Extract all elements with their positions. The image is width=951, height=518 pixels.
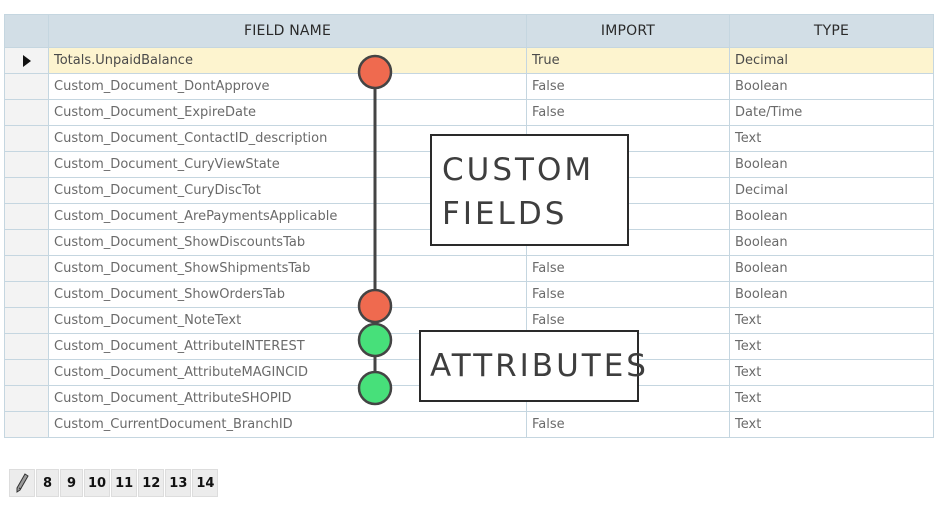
current-row-pointer-icon <box>22 54 31 67</box>
field-name-cell[interactable]: Custom_Document_AttributeSHOPID <box>48 385 527 412</box>
row-selector[interactable] <box>4 229 49 256</box>
import-cell[interactable]: False <box>526 73 730 100</box>
type-cell[interactable]: Text <box>729 125 934 152</box>
page-link[interactable]: 12 <box>138 469 165 497</box>
row-selector[interactable] <box>4 255 49 282</box>
pencil-icon[interactable] <box>9 469 35 497</box>
import-cell[interactable]: False <box>526 411 730 438</box>
type-cell[interactable]: Boolean <box>729 151 934 178</box>
row-selector[interactable] <box>4 307 49 334</box>
row-selector[interactable] <box>4 411 49 438</box>
import-cell[interactable]: False <box>526 255 730 282</box>
custom-fields-callout: CUSTOM FIELDS <box>430 134 629 246</box>
row-selector[interactable] <box>4 151 49 178</box>
type-cell[interactable]: Boolean <box>729 229 934 256</box>
page-link[interactable]: 8 <box>36 469 59 497</box>
type-cell[interactable]: Text <box>729 385 934 412</box>
column-header-import[interactable]: IMPORT <box>526 14 730 48</box>
field-name-cell[interactable]: Custom_Document_DontApprove <box>48 73 527 100</box>
type-cell[interactable]: Boolean <box>729 73 934 100</box>
type-cell[interactable]: Date/Time <box>729 99 934 126</box>
row-selector[interactable] <box>4 177 49 204</box>
column-header-field-name[interactable]: FIELD NAME <box>48 14 527 48</box>
row-selector[interactable] <box>4 99 49 126</box>
row-selector[interactable] <box>4 203 49 230</box>
type-cell[interactable]: Boolean <box>729 255 934 282</box>
page-link[interactable]: 10 <box>84 469 111 497</box>
import-cell[interactable]: False <box>526 99 730 126</box>
row-selector[interactable] <box>4 333 49 360</box>
row-selector[interactable] <box>4 359 49 386</box>
type-cell[interactable]: Text <box>729 411 934 438</box>
type-cell[interactable]: Boolean <box>729 203 934 230</box>
attributes-callout: ATTRIBUTES <box>419 330 646 402</box>
custom-fields-callout-line1: CUSTOM <box>442 152 595 188</box>
row-selector-header <box>4 14 49 48</box>
table-row[interactable]: Custom_Document_AttributeSHOPIDFalseText <box>4 385 934 412</box>
field-name-cell[interactable]: Totals.UnpaidBalance <box>48 47 527 74</box>
type-cell[interactable]: Text <box>729 333 934 360</box>
field-name-cell[interactable]: Custom_Document_ExpireDate <box>48 99 527 126</box>
column-header-type[interactable]: TYPE <box>729 14 934 48</box>
row-selector[interactable] <box>4 73 49 100</box>
import-cell[interactable]: True <box>526 47 730 74</box>
row-selector[interactable] <box>4 281 49 308</box>
custom-fields-callout-line2: FIELDS <box>442 196 568 232</box>
page-link[interactable]: 14 <box>192 469 219 497</box>
type-cell[interactable]: Decimal <box>729 47 934 74</box>
page-link[interactable]: 13 <box>165 469 192 497</box>
type-cell[interactable]: Text <box>729 359 934 386</box>
field-name-cell[interactable]: Custom_CurrentDocument_BranchID <box>48 411 527 438</box>
grid-header-row: FIELD NAME IMPORT TYPE <box>4 14 934 48</box>
field-name-cell[interactable]: Custom_Document_ShowOrdersTab <box>48 281 527 308</box>
type-cell[interactable]: Boolean <box>729 281 934 308</box>
type-cell[interactable]: Text <box>729 307 934 334</box>
page-link[interactable]: 9 <box>60 469 83 497</box>
type-cell[interactable]: Decimal <box>729 177 934 204</box>
row-selector[interactable] <box>4 47 49 74</box>
page-link[interactable]: 11 <box>111 469 138 497</box>
row-selector[interactable] <box>4 125 49 152</box>
row-selector[interactable] <box>4 385 49 412</box>
import-cell[interactable]: False <box>526 281 730 308</box>
field-name-cell[interactable]: Custom_Document_ShowShipmentsTab <box>48 255 527 282</box>
